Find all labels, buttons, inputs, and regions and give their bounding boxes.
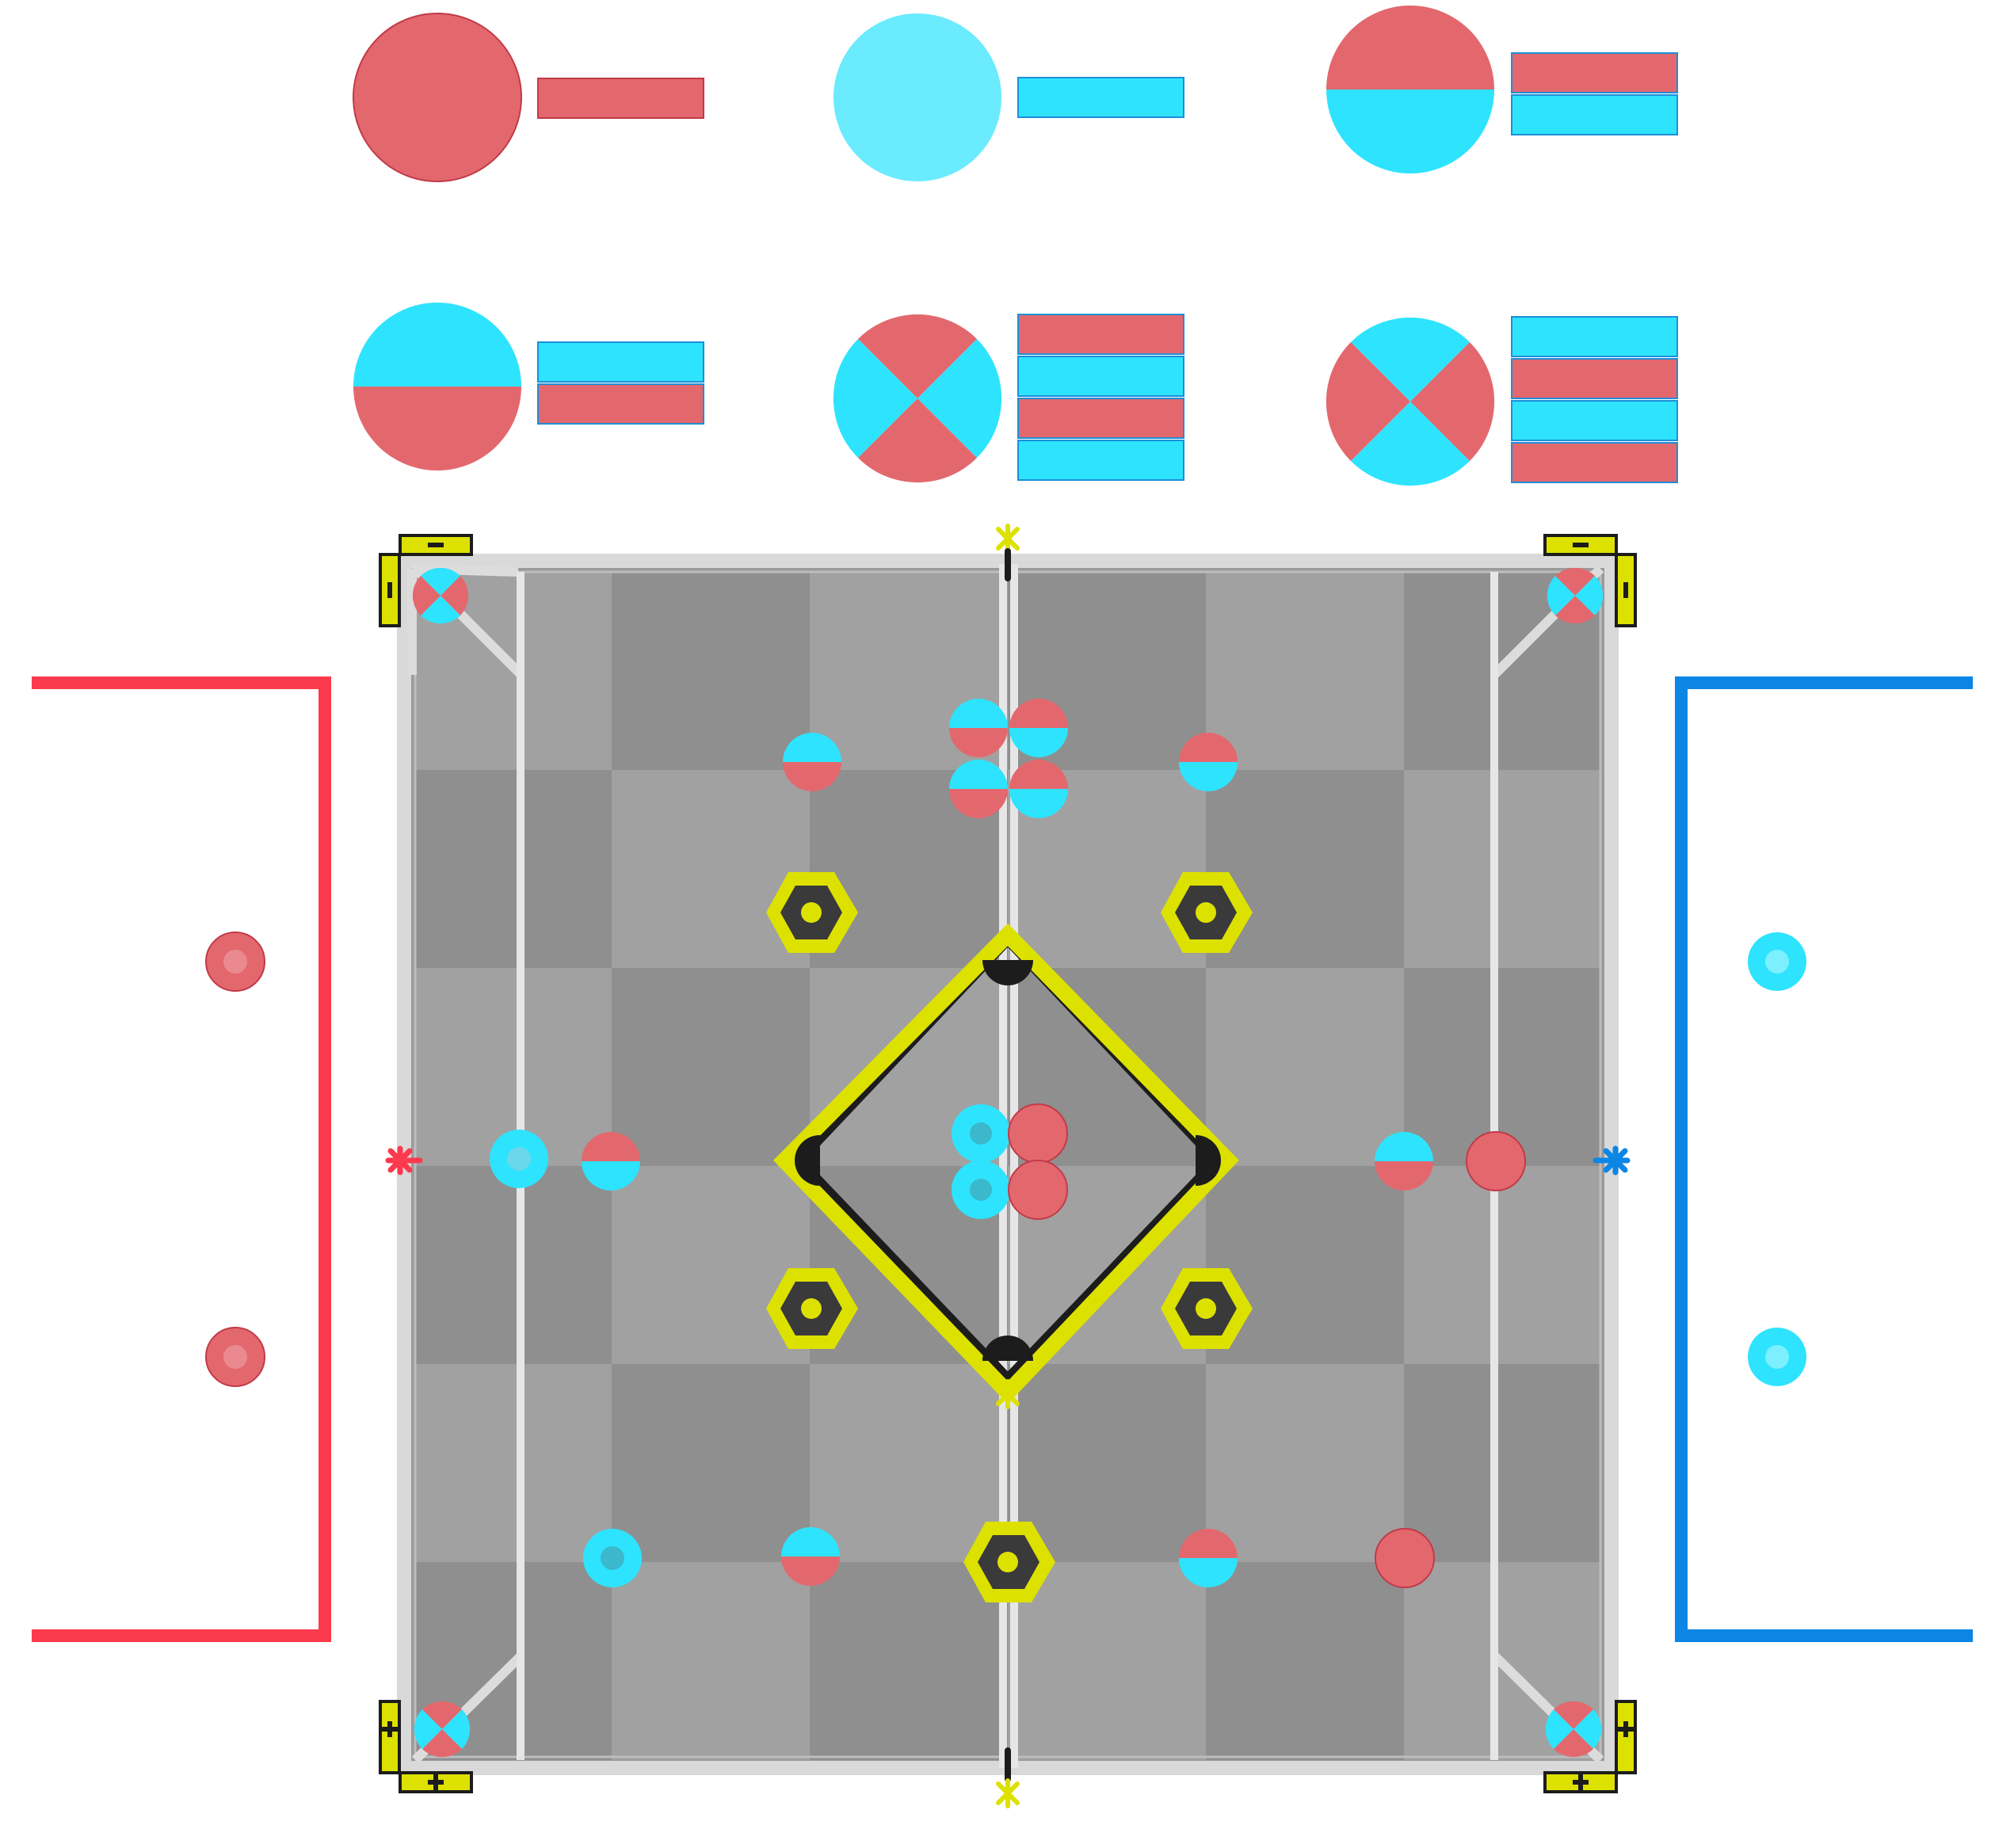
corner-disc [412,567,469,624]
legend-item-quad-blue-top [1326,316,1678,486]
field-disc [1009,760,1068,818]
legend-bar [1017,314,1184,355]
plus-icon [399,1771,473,1793]
zone-disc [205,1327,265,1387]
legend-bar [1511,316,1678,357]
field-disc [952,1104,1010,1163]
legend-bar [1511,400,1678,441]
corner-disc [1545,1701,1602,1758]
corner-disc [1547,567,1604,624]
legend-disc [833,13,1001,181]
field-disc [1375,1528,1435,1588]
legend-bar [537,383,704,425]
red-alliance-zone [32,676,331,1642]
red-star-icon [385,1145,423,1175]
field [379,524,1637,1808]
legend-bar [1511,52,1678,93]
legend-disc [1326,317,1495,486]
hex-goal [963,1522,1055,1602]
plus-icon [1543,1771,1618,1793]
field-disc [781,1527,840,1586]
zone-disc [1748,1328,1806,1386]
plus-icon [379,1700,401,1774]
yellow-star-icon [996,524,1020,581]
legend-disc [353,13,522,182]
corner-disc [414,1701,471,1758]
field-disc [949,699,1008,757]
legend-bar [1511,358,1678,399]
field-disc [1009,699,1068,757]
legend-disc [353,303,521,471]
field-disc [1375,1132,1433,1191]
blue-alliance-zone [1675,676,1973,1642]
center-goal-corner-bumps [795,960,1221,1361]
zone-disc [205,932,265,992]
legend-item-red [353,13,704,182]
legend-bar [537,341,704,383]
legend-bar [537,78,704,119]
hex-goal [1161,1268,1253,1349]
minus-icon [1543,534,1618,556]
legend-disc [1326,6,1494,173]
red-zone-outline [32,676,331,1642]
legend [353,6,1678,486]
legend-item-blue-over-red [353,303,704,471]
legend-item-blue [833,13,1184,181]
field-disc [1008,1103,1068,1164]
field-disc [582,1132,640,1191]
yellow-star-icon [996,1747,1020,1808]
field-disc [1179,1529,1238,1587]
minus-icon [399,534,473,556]
legend-bar [1017,440,1184,481]
legend-item-quad-red-top [833,314,1184,483]
zone-disc [1748,932,1806,991]
field-disc [490,1130,548,1188]
legend-bar [1017,356,1184,397]
minus-icon [379,553,401,627]
legend-bar [1017,398,1184,439]
legend-disc [833,314,1002,483]
hex-goal [766,1268,858,1349]
field-disc [783,733,841,791]
field-disc [1466,1131,1526,1191]
blue-zone-outline [1675,676,1973,1642]
blue-star-icon [1593,1145,1631,1175]
legend-bar [1017,77,1184,118]
legend-bar [1511,442,1678,483]
field-disc [583,1529,642,1587]
minus-icon [1615,553,1637,627]
hex-goal [766,872,858,953]
yellow-star-icon [996,1379,1020,1409]
field-disc [1179,733,1238,791]
legend-item-red-over-blue [1326,6,1678,173]
field-disc [952,1160,1010,1219]
field-disc [1008,1160,1068,1220]
hex-goal [1161,872,1253,953]
plus-icon [1615,1700,1637,1774]
legend-bar [1511,94,1678,135]
field-disc [949,760,1008,818]
